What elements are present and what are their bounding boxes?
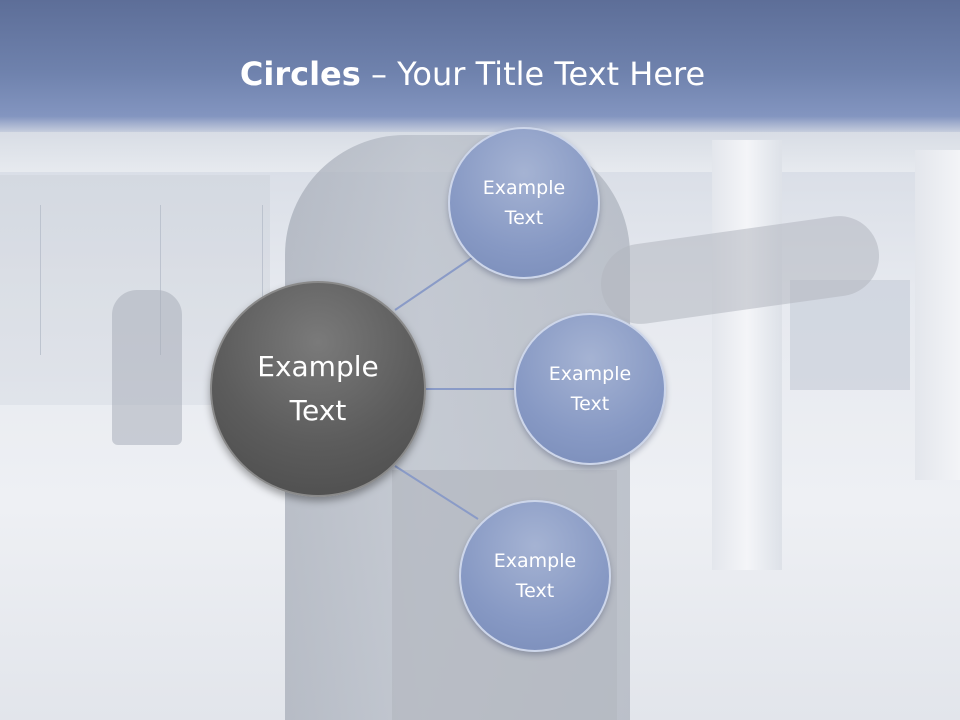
page-title: Circles – Your Title Text Here bbox=[0, 55, 945, 93]
connector-line-top bbox=[394, 254, 477, 311]
connector-line-bottom bbox=[394, 465, 479, 520]
node-circle-line1: Example bbox=[482, 177, 566, 199]
node-circle-bottom[interactable]: Example Text bbox=[459, 500, 611, 652]
background-pillar bbox=[712, 140, 782, 570]
node-circle-line1: Example bbox=[548, 363, 632, 385]
background-pillar bbox=[915, 150, 960, 480]
node-circle-line2: Text bbox=[570, 393, 610, 415]
node-circle-top[interactable]: Example Text bbox=[448, 127, 600, 279]
node-circle-line2: Text bbox=[504, 207, 544, 229]
node-circle-line1: Example bbox=[493, 550, 577, 572]
title-rest: – Your Title Text Here bbox=[360, 55, 706, 93]
background-walking-people bbox=[112, 290, 182, 445]
title-bar: Circles – Your Title Text Here bbox=[0, 0, 960, 132]
center-circle[interactable]: Example Text bbox=[210, 281, 426, 497]
title-bold: Circles bbox=[239, 55, 361, 93]
center-circle-line2: Text bbox=[289, 394, 347, 427]
node-circle-middle[interactable]: Example Text bbox=[514, 313, 666, 465]
center-circle-line1: Example bbox=[257, 350, 379, 383]
node-circle-line2: Text bbox=[515, 580, 555, 602]
